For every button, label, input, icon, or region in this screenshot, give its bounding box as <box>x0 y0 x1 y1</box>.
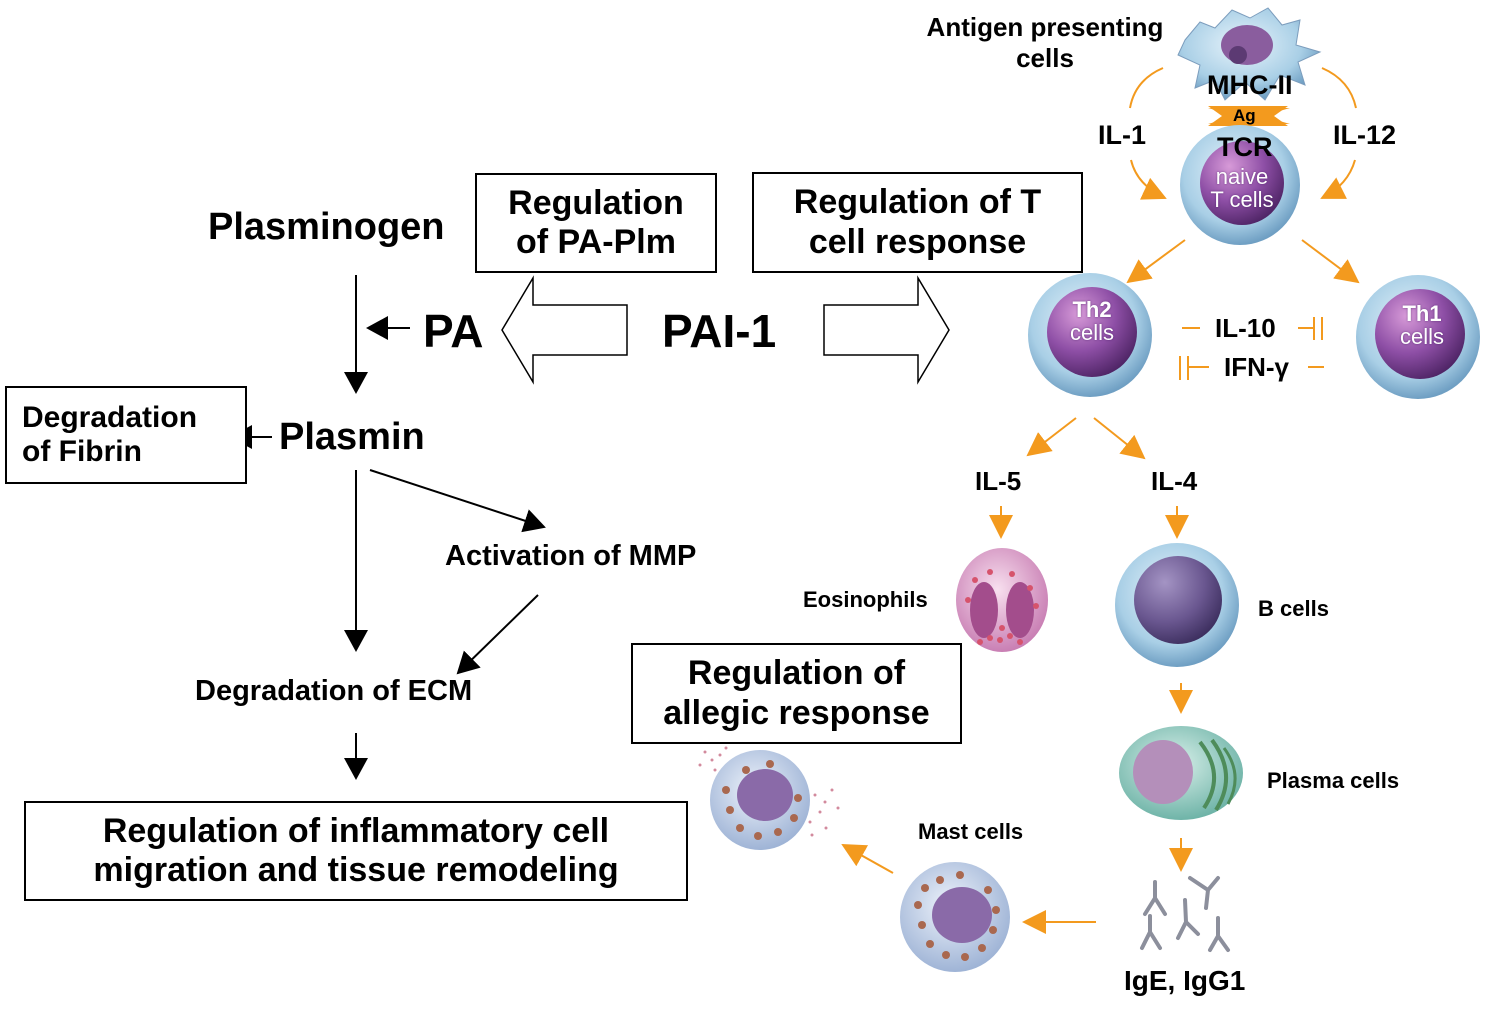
plasma-cell-icon <box>1119 726 1243 820</box>
il5-label: IL-5 <box>975 466 1022 496</box>
degradation-ecm-label: Degradation of ECM <box>195 675 473 707</box>
ifng-label: IFN-γ <box>1224 352 1289 382</box>
pa-label: PA <box>423 305 484 357</box>
il12-label: IL-12 <box>1333 120 1397 150</box>
ag-label: Ag <box>1233 106 1256 125</box>
arrow-naive-to-th2 <box>1126 239 1186 284</box>
regulation-t-cell-line2: cell response <box>808 222 1027 261</box>
il1-label: IL-1 <box>1098 120 1147 150</box>
antigen-bowtie-shape <box>1208 106 1288 126</box>
apc-label-line2: cells <box>1016 43 1074 73</box>
arrow-plasmin-to-mmp <box>369 469 546 533</box>
activation-mmp-label: Activation of MMP <box>445 540 697 572</box>
hollow-arrow-right <box>823 275 950 385</box>
naive-label-line2: T cells <box>1210 187 1274 213</box>
outcome-line2: migration and tissue remodeling <box>93 851 619 889</box>
th1-label: Th1 cells <box>1380 302 1464 348</box>
il4-label: IL-4 <box>1151 466 1198 496</box>
naive-t-cell-icon <box>1180 125 1300 245</box>
arrow-mast-to-degranulating <box>841 844 894 874</box>
th2-cell-icon <box>1028 273 1152 397</box>
arrow-th2-to-il4 <box>1093 417 1146 460</box>
regulation-pa-plm-line1: Regulation <box>508 183 684 222</box>
arrow-il1-bottom <box>1130 159 1167 200</box>
plasma-cells-label: Plasma cells <box>1267 768 1400 793</box>
hollow-arrow-left <box>501 275 628 385</box>
il10-label: IL-10 <box>1215 313 1276 343</box>
degradation-fibrin-box: Degradation of Fibrin <box>5 386 247 484</box>
apc-label-line1: Antigen presenting <box>926 12 1164 42</box>
arrow-il1-top <box>1129 67 1164 109</box>
arrow-th2-to-il5 <box>1026 417 1077 457</box>
mast-cell-icon <box>900 862 1010 972</box>
th1-cell-icon <box>1356 275 1480 399</box>
eosinophil-icon <box>956 548 1048 652</box>
il10-inhibition-marks <box>1182 317 1323 340</box>
arrow-il12-bottom <box>1320 159 1356 199</box>
mhc-label: MHC-II <box>1207 70 1293 100</box>
antibodies-label: IgE, IgG1 <box>1124 965 1246 996</box>
b-cells-label: B cells <box>1258 596 1329 621</box>
outcome-line1: Regulation of inflammatory cell <box>102 811 610 850</box>
regulation-allergic-line2: allegic response <box>663 693 930 732</box>
outcome-box: Regulation of inflammatory cell migratio… <box>24 801 688 901</box>
arrow-naive-to-th1 <box>1301 239 1360 284</box>
regulation-pa-plm-box: Regulation of PA-Plm <box>475 173 717 273</box>
regulation-pa-plm-line2: of PA-Plm <box>516 223 676 261</box>
mast-cells-label: Mast cells <box>918 819 1024 844</box>
plasminogen-label: Plasminogen <box>208 206 445 248</box>
arrow-il12-top <box>1321 67 1357 109</box>
b-cell-icon <box>1115 543 1239 667</box>
degranulating-mast-cell-icon <box>698 746 840 850</box>
apc-label: Antigen presenting cells <box>912 12 1178 74</box>
th2-label-line2: cells <box>1069 320 1114 346</box>
ifng-inhibition-marks <box>1179 356 1324 380</box>
regulation-allergic-line1: Regulation of <box>687 654 906 693</box>
th1-label-line2: cells <box>1399 324 1444 350</box>
degradation-fibrin-line2: of Fibrin <box>22 435 142 468</box>
regulation-allergic-box: Regulation of allegic response <box>631 643 962 744</box>
naive-label-line1: naive <box>1215 164 1269 189</box>
antigen-presenting-cell-icon <box>1177 7 1322 101</box>
degradation-fibrin-line1: Degradation <box>22 400 198 434</box>
plasmin-label: Plasmin <box>279 416 425 458</box>
arrow-mmp-to-ecm <box>456 594 539 675</box>
eosinophils-label: Eosinophils <box>803 587 928 612</box>
naive-t-cell-label: naive T cells <box>1200 165 1284 211</box>
regulation-t-cell-box: Regulation of T cell response <box>752 172 1083 273</box>
th2-label-line1: Th2 <box>1072 297 1112 322</box>
antibodies-icon <box>1140 876 1230 952</box>
regulation-t-cell-line1: Regulation of T <box>793 183 1042 222</box>
pai1-label: PAI-1 <box>662 305 777 357</box>
th1-label-line1: Th1 <box>1402 301 1442 326</box>
th2-label: Th2 cells <box>1050 298 1134 344</box>
tcr-label: TCR <box>1217 132 1273 162</box>
